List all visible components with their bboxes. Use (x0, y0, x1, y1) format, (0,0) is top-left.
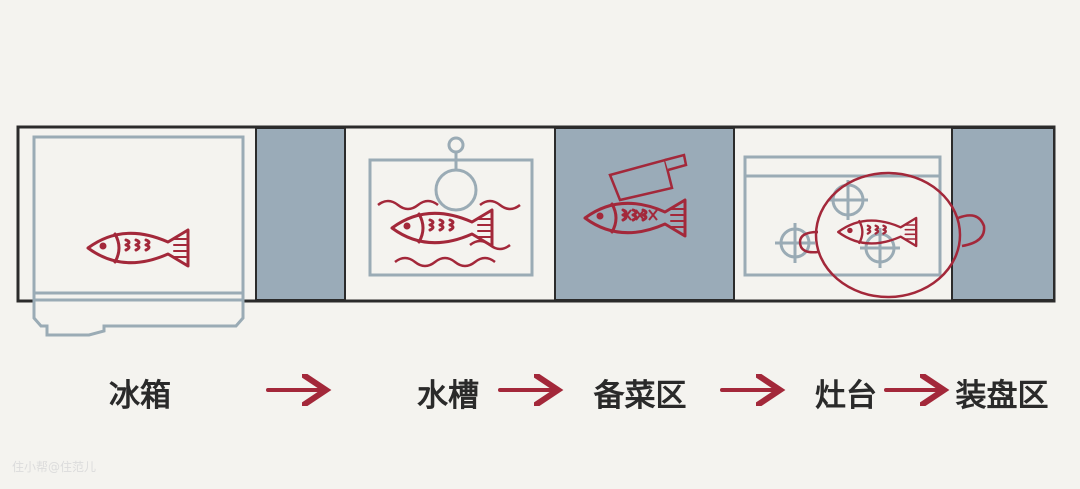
station-label-plating: 装盘区 (955, 378, 1049, 414)
watermark: 住小帮@住范儿 (12, 460, 97, 474)
cut-marks-icon (622, 209, 658, 221)
plating-area (951, 127, 1055, 301)
station-label-stove: 灶台 (815, 378, 877, 414)
fridge-icon (32, 135, 245, 337)
station-label-fridge: 冰箱 (109, 378, 171, 414)
station-label-prep: 备菜区 (593, 378, 687, 414)
station-label-sink: 水槽 (417, 378, 479, 414)
sink-icon (368, 136, 534, 277)
pan-icon (798, 171, 986, 299)
counter-gap-1 (255, 127, 346, 301)
cleaver-icon (608, 153, 688, 202)
